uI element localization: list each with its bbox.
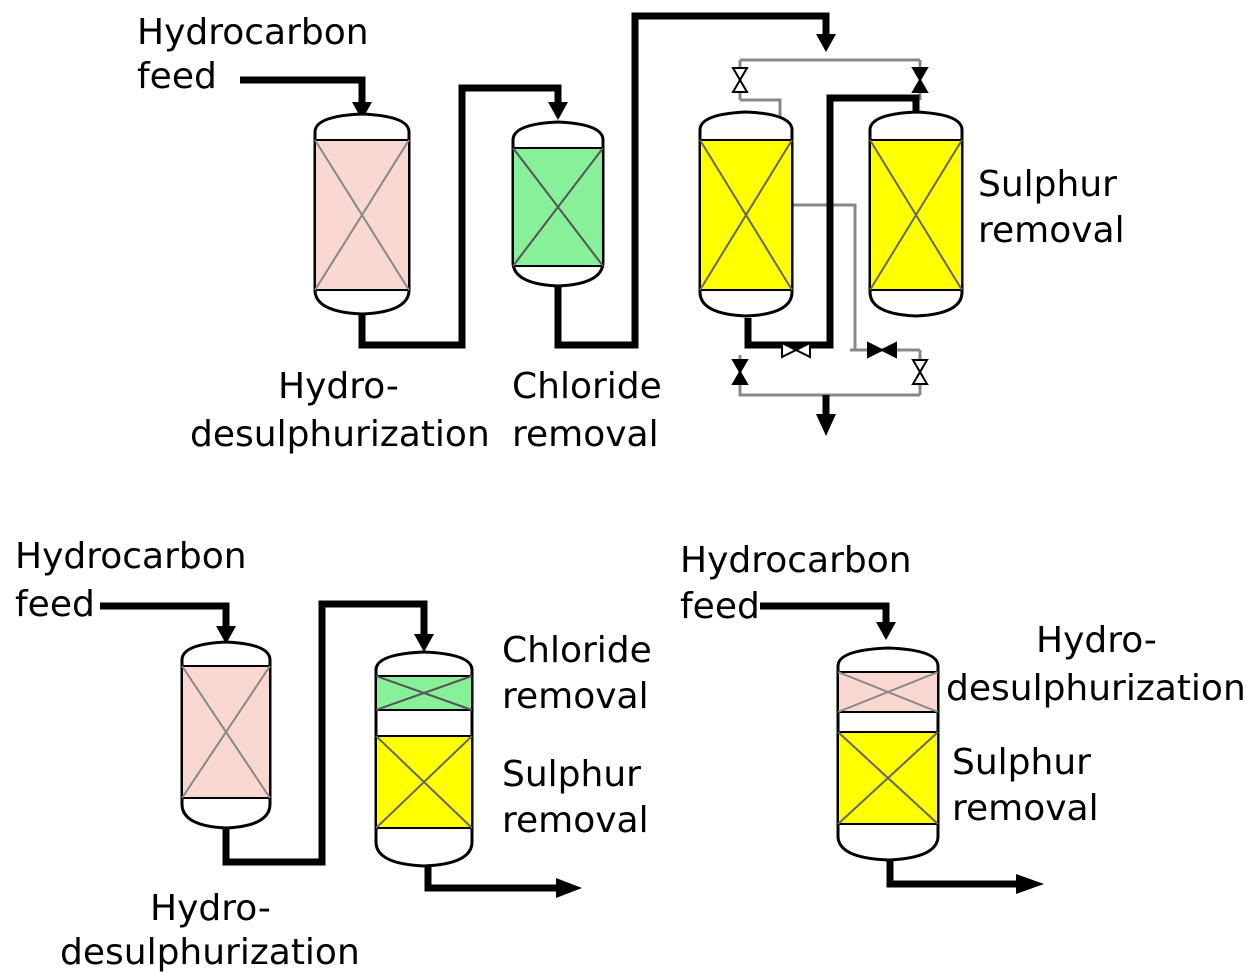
sulphur-label-line2: removal [952,788,1099,829]
sulphur-vessel-b [868,110,964,318]
hds-label-line1: Hydro- [150,888,271,929]
sulphur-label-line1: Sulphur [952,742,1091,783]
hds-label-line2: desulphurization [190,414,490,455]
bottom-right-diagram: Hydrocarbon feed Hydro- desulphurization… [680,540,1246,894]
feed-arrow [352,102,372,120]
chloride-label-line2: removal [512,414,659,455]
feed-label-line2: feed [137,56,217,97]
product-pipe [886,860,1022,888]
feed-pipe [100,602,230,632]
feed-label-line1: Hydrocarbon [680,540,912,581]
top-diagram: Hydrocarbon feed Hydro- desulphurization… [137,12,1125,455]
hds-vessel [313,112,411,316]
sulphur-label-line2: removal [978,210,1125,251]
feed-label-line1: Hydrocarbon [137,12,369,53]
hds-label-line2: desulphurization [946,668,1246,709]
bottom-left-diagram: Hydrocarbon feed Chloride removal Sulphu… [15,536,652,972]
hds-label-line2: desulphurization [60,932,360,972]
feed-pipe [240,76,366,112]
valve-symbols [731,67,929,385]
hds-label-line1: Hydro- [1036,620,1157,661]
chloride-vessel [511,120,605,288]
combined-vessel [836,646,940,862]
pipe-sulphur-cross [744,94,920,349]
sulphur-label-line2: removal [502,800,649,841]
hds-label-line1: Hydro- [278,366,399,407]
pipe-hds-combined [222,600,428,866]
chloride-label-line2: removal [502,676,649,717]
chloride-label-line1: Chloride [512,366,662,407]
sulphur-vessel-a [698,110,794,318]
feed-label-line2: feed [680,586,760,627]
hds-vessel [180,640,272,830]
feed-label-line1: Hydrocarbon [15,536,247,577]
pipe-chloride-sulphur [554,12,830,349]
combined-vessel [374,650,474,868]
chloride-label-line1: Chloride [502,630,652,671]
feed-label-line2: feed [15,584,95,625]
pipe-hds-chloride [358,84,562,349]
feed-pipe [760,602,890,628]
sulphur-label-line1: Sulphur [502,754,641,795]
sulphur-label-line1: Sulphur [978,164,1117,205]
product-pipe [424,866,562,892]
